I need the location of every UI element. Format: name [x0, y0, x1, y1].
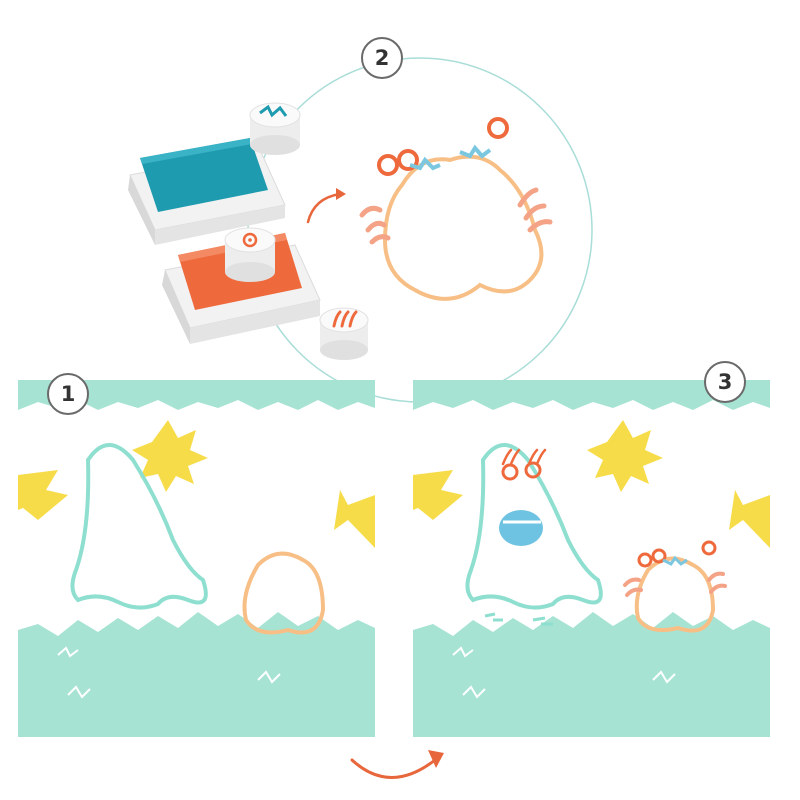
step-3-badge: 3	[704, 361, 746, 403]
panel-3-drawing	[413, 380, 770, 737]
stamp-kit-illustration	[128, 102, 369, 360]
step-2-number: 2	[374, 46, 390, 70]
step-1-badge: 1	[47, 373, 89, 415]
teal-ink-pad-icon	[128, 138, 286, 245]
stamped-monster-illustration	[359, 117, 553, 301]
zigzag-stamp-icon	[249, 102, 301, 155]
curved-arrow-icon	[306, 188, 346, 224]
eye-stamp-icon	[224, 227, 276, 282]
step-3-number: 3	[717, 370, 733, 394]
claw-stamp-icon	[319, 307, 369, 360]
panel-1-drawing	[18, 380, 375, 737]
bottom-curved-arrow-icon	[350, 750, 444, 779]
step-1-number: 1	[60, 382, 76, 406]
step-2-badge: 2	[361, 37, 403, 79]
